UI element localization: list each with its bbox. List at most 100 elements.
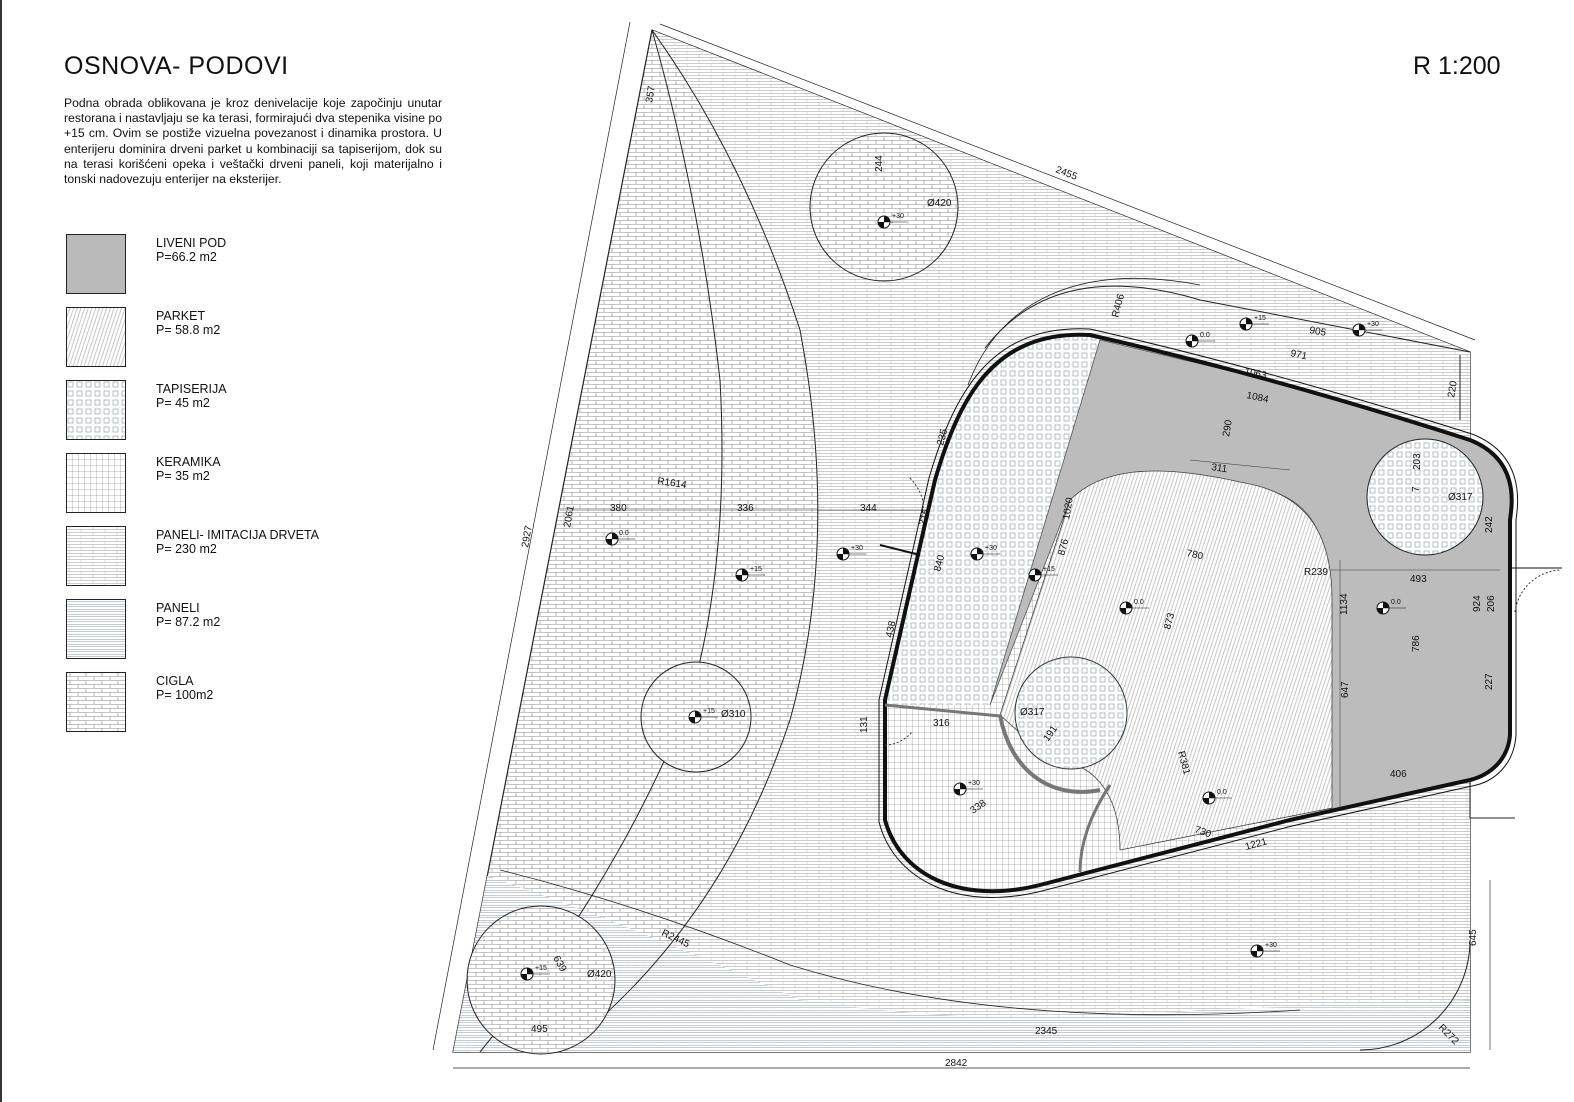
level-marker: +30 [970, 545, 1000, 561]
legend-area: P= 45 m2 [156, 396, 210, 410]
svg-text:0.0: 0.0 [619, 530, 629, 537]
svg-text:0.0: 0.0 [1391, 599, 1401, 606]
dim-label: 2345 [1035, 1026, 1058, 1037]
dim-label: 7 [1411, 486, 1422, 492]
swatch-liveni-pod [66, 234, 126, 294]
svg-text:+30: +30 [1265, 942, 1277, 949]
dim-label: 311 [1211, 462, 1229, 475]
dim-label: 336 [737, 503, 754, 514]
level-marker: 0.0 [605, 530, 635, 546]
dim-label: 876 [1056, 537, 1071, 556]
level-marker: +15 [735, 566, 765, 582]
level-marker: 0.0 [1376, 599, 1406, 615]
dim-label: 227 [1484, 673, 1495, 690]
dim-label: 873 [1162, 611, 1177, 630]
svg-text:0.0: 0.0 [1217, 789, 1227, 796]
dim-label: 2842 [945, 1058, 968, 1069]
dim-label: 203 [1412, 453, 1423, 470]
level-marker: +30 [953, 780, 983, 796]
level-marker: 0.0 [1119, 599, 1149, 615]
svg-text:+30: +30 [892, 213, 904, 220]
legend-item-paneli: PANELI P= 87.2 m2 [66, 599, 446, 661]
legend-name: PARKET [156, 309, 206, 323]
floor-plan: 2455 2927 2842 2345 495 357 R1614 R2445 … [432, 21, 1562, 1069]
level-marker: +15 [520, 965, 550, 981]
svg-text:0.0: 0.0 [1200, 332, 1210, 339]
dim-label: 971 [1289, 348, 1308, 362]
dim-label: Ø317 [1448, 492, 1473, 503]
dim-label: R1614 [657, 476, 688, 491]
svg-text:+15: +15 [750, 566, 762, 573]
legend-name: LIVENI POD [156, 236, 227, 250]
dim-label: 290 [1221, 419, 1235, 438]
level-marker: 0.0 [1185, 332, 1215, 348]
level-marker: +15 [1239, 315, 1269, 331]
legend-area: P= 100m2 [156, 688, 214, 702]
svg-text:+30: +30 [968, 780, 980, 787]
svg-text:+30: +30 [1367, 321, 1379, 328]
dim-label: 1063 [1243, 366, 1267, 381]
dim-label: Ø420 [587, 969, 612, 980]
dim-label: 380 [610, 503, 627, 514]
level-marker: 0.0 [1202, 789, 1232, 805]
legend-name: PANELI [156, 601, 200, 615]
legend-name: CIGLA [156, 674, 194, 688]
dim-label: 438 [884, 620, 898, 639]
circle-planter-bottom [466, 905, 616, 1055]
dim-label: 206 [1486, 595, 1497, 612]
level-marker: +15 [1028, 566, 1058, 582]
dim-label: 493 [1410, 574, 1427, 585]
swatch-paneli-imitacija [66, 526, 126, 586]
level-marker: +15 [688, 708, 718, 724]
dim-label: 645 [1468, 929, 1479, 946]
level-marker: +30 [877, 213, 907, 229]
dim-label: 2927 [520, 524, 535, 548]
legend-area: P= 58.8 m2 [156, 323, 221, 337]
dim-label: 840 [932, 553, 947, 572]
dim-label: 495 [531, 1024, 548, 1035]
dim-label: 924 [1472, 595, 1483, 612]
legend-item-parket: PARKET P= 58.8 m2 [66, 307, 446, 369]
level-marker: +30 [1352, 321, 1382, 337]
legend-name: PANELI- IMITACIJA DRVETA [156, 528, 319, 542]
description-text: Podna obrada oblikovana je kroz denivela… [64, 96, 442, 187]
swatch-keramika [66, 453, 126, 513]
dim-label: 235 [935, 427, 950, 446]
swatch-tapiserija [66, 380, 126, 440]
dim-label: 1084 [1245, 390, 1269, 405]
svg-text:+15: +15 [535, 965, 547, 972]
legend-item-tapiserija: TAPISERIJA P= 45 m2 [66, 380, 446, 442]
level-marker: +30 [1250, 942, 1280, 958]
svg-text:+30: +30 [851, 545, 863, 552]
dim-label: Ø310 [721, 709, 746, 720]
dim-label: 1020 [1061, 496, 1076, 520]
dim-label: 131 [859, 716, 870, 733]
legend-item-keramika: KERAMIKA P= 35 m2 [66, 453, 446, 515]
dim-label: 316 [933, 718, 950, 729]
swatch-parket [66, 307, 126, 367]
dim-label: 357 [644, 85, 658, 104]
swatch-paneli [66, 599, 126, 659]
svg-text:+15: +15 [1043, 566, 1055, 573]
dim-label: 344 [860, 503, 877, 514]
dim-label: 905 [1308, 325, 1327, 339]
legend-item-paneli-imitacija: PANELI- IMITACIJA DRVETA P= 230 m2 [66, 526, 446, 588]
legend-area: P= 87.2 m2 [156, 615, 221, 629]
dim-label: 780 [1185, 548, 1204, 562]
dim-label: 1134 [1339, 593, 1350, 615]
dim-label: Ø317 [1020, 707, 1045, 718]
dim-label: 220 [1446, 380, 1460, 399]
dim-label: 215 [917, 507, 932, 526]
level-marker: +30 [836, 545, 866, 561]
legend-area: P= 230 m2 [156, 542, 217, 556]
legend-item-liveni-pod: LIVENI POD P=66.2 m2 [66, 234, 446, 296]
dim-label: 2061 [562, 504, 577, 528]
dim-label: 786 [1411, 635, 1422, 652]
circle-planter-top [809, 132, 959, 282]
svg-text:+15: +15 [1254, 315, 1266, 322]
legend-item-cigla: CIGLA P= 100m2 [66, 672, 446, 734]
legend-area: P= 35 m2 [156, 469, 210, 483]
svg-text:0.0: 0.0 [1134, 599, 1144, 606]
dim-label: R239 [1304, 567, 1328, 578]
dim-label: 406 [1390, 769, 1407, 780]
